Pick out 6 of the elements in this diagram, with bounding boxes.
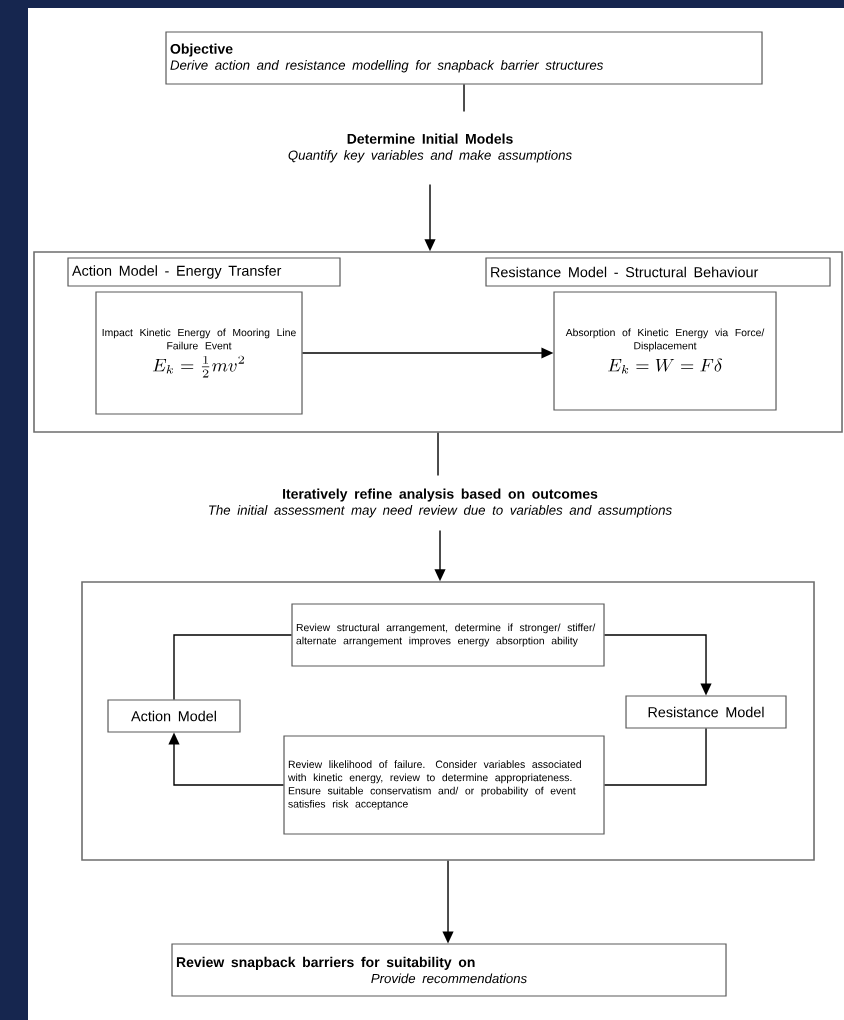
arrow: [301, 347, 554, 359]
arrow: [168, 732, 285, 786]
arrow: [424, 183, 436, 252]
arrow: [434, 529, 446, 582]
arrow: [442, 860, 454, 944]
arrow: [603, 634, 712, 696]
